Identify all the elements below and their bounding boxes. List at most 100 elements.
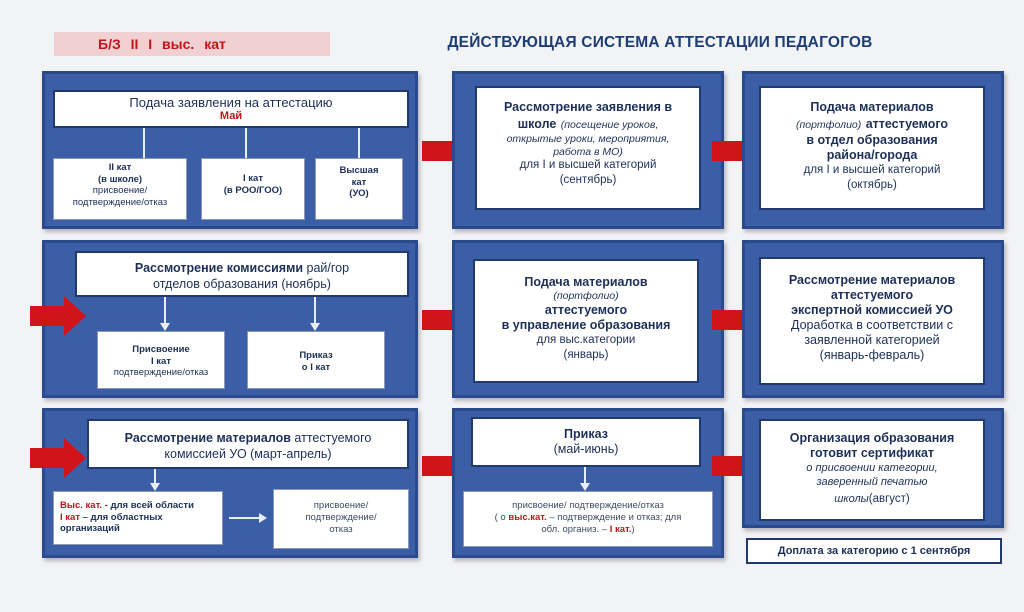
cat-high-label: Высшая	[339, 165, 379, 176]
right-arrow-icon	[229, 513, 267, 523]
order-month: (май-июнь)	[553, 442, 619, 456]
order-detail-box: присвоение/ подтверждение/отказ ( о выс.…	[463, 491, 713, 547]
cat1-place: (в РОО/ГОО)	[223, 184, 283, 196]
category-2-box: II кат (в школе) присвоение/ подтвержден…	[53, 158, 187, 220]
expert-text: заявленной категорией	[804, 333, 940, 347]
certificate-title: готовит сертификат	[809, 446, 935, 460]
scope-first-text: организаций	[60, 523, 120, 534]
order-detail-text: ( о	[494, 512, 509, 523]
school-note: открытые уроки, мероприятия,	[506, 133, 670, 145]
certificate-month: (август)	[868, 493, 910, 505]
application-box: Подача заявления на аттестацию Май	[53, 90, 409, 128]
certificate-title: Организация образования	[789, 431, 955, 445]
district-title: района/города	[826, 148, 918, 162]
scope-box: Выс. кат. - для всей области I кат – для…	[53, 491, 223, 545]
uo-note: (портфолио)	[553, 290, 619, 302]
category-high-box: Высшая кат (УО)	[315, 158, 403, 220]
expert-month: (январь-февраль)	[819, 348, 925, 362]
assign-label: Присвоение	[132, 344, 190, 355]
panel-school: Рассмотрение заявления в школе (посещени…	[452, 71, 724, 229]
expert-review-box: Рассмотрение материалов аттестуемого экс…	[759, 257, 985, 385]
uo-review-title: Рассмотрение материалов	[124, 431, 291, 445]
expert-title: экспертной комиссией УО	[791, 303, 953, 317]
order-detail-highlight: выс.кат.	[508, 512, 547, 523]
certificate-note: заверенный печатью	[816, 476, 928, 488]
uo-submission-box: Подача материалов (портфолио) аттестуемо…	[473, 259, 699, 383]
order-label: Приказ	[299, 350, 333, 361]
category-1-box: I кат (в РОО/ГОО)	[201, 158, 305, 220]
order-detail-text: присвоение/ подтверждение/отказ	[512, 500, 664, 511]
down-arrow-icon	[160, 297, 170, 331]
result-text: подтверждение/	[305, 512, 377, 523]
commission-subtitle: отделов образования (ноябрь)	[153, 277, 331, 291]
cat2-place: (в школе)	[97, 173, 143, 185]
uo-title: Подача материалов	[524, 275, 648, 289]
district-categories: для I и высшей категорий	[803, 164, 941, 176]
result-box: присвоение/ подтверждение/ отказ	[273, 489, 409, 549]
order-detail-text: )	[631, 524, 635, 535]
school-month: (сентябрь)	[559, 174, 617, 186]
order-detail-text: обл. организ. –	[541, 524, 610, 535]
expert-title: Рассмотрение материалов	[788, 273, 956, 287]
certificate-note: о присвоении категории,	[806, 462, 938, 474]
district-title: в отдел образования	[806, 133, 938, 147]
assign-box: Присвоение I кат подтверждение/отказ	[97, 331, 225, 389]
result-text: присвоение/	[313, 500, 369, 511]
category-tag: Б/З II I выс. кат	[54, 32, 330, 56]
panel-application: Подача заявления на аттестацию Май II ка…	[42, 71, 418, 229]
connector	[245, 128, 247, 160]
connector	[358, 128, 360, 160]
uo-review-box: Рассмотрение материалов аттестуемого ком…	[87, 419, 409, 469]
down-arrow-icon	[310, 297, 320, 331]
panel-uo: Подача материалов (портфолио) аттестуемо…	[452, 240, 724, 398]
school-note: (посещение уроков,	[560, 119, 659, 131]
bonus-note: Доплата за категорию с 1 сентября	[746, 538, 1002, 564]
cat2-label: II кат	[108, 162, 132, 173]
uo-review-subtitle: комиссией УО (март-апрель)	[164, 447, 332, 461]
panel-expert: Рассмотрение материалов аттестуемого экс…	[742, 240, 1004, 398]
expert-title: аттестуемого	[830, 288, 914, 302]
district-title: Подача материалов	[810, 100, 934, 114]
application-month: Май	[219, 110, 243, 122]
uo-month: (январь)	[563, 348, 609, 361]
scope-first-text: для областных	[90, 511, 163, 523]
page-title: ДЕЙСТВУЮЩАЯ СИСТЕМА АТТЕСТАЦИИ ПЕДАГОГОВ	[447, 34, 873, 51]
cat-high-label: кат	[351, 176, 367, 188]
panel-uo-review: Рассмотрение материалов аттестуемого ком…	[42, 408, 418, 558]
district-note: (портфолио)	[795, 119, 862, 131]
scope-high-label: Выс. кат. -	[60, 500, 111, 511]
order-detail-text: – подтверждение и отказ; для	[546, 512, 682, 523]
school-review-box: Рассмотрение заявления в школе (посещени…	[475, 86, 701, 210]
connector	[143, 128, 145, 160]
certificate-note: школы	[834, 493, 869, 505]
certificate-box: Организация образования готовит сертифик…	[759, 419, 985, 521]
panel-order: Приказ (май-июнь) присвоение/ подтвержде…	[452, 408, 724, 558]
red-arrow-icon	[30, 438, 86, 478]
school-title: Рассмотрение заявления в	[503, 100, 673, 114]
cat2-text: подтверждение/отказ	[72, 196, 168, 208]
uo-review-title-rest: аттестуемого	[290, 431, 372, 445]
commission-box: Рассмотрение комиссиями рай/гор отделов …	[75, 251, 409, 297]
order-detail-highlight: I кат.	[609, 524, 632, 535]
cat1-label: I кат	[243, 173, 263, 184]
school-title: школе	[517, 117, 557, 131]
district-submission-box: Подача материалов (портфолио) аттестуемо…	[759, 86, 985, 210]
school-note: работа в МО)	[553, 145, 623, 158]
assign-text: подтверждение/отказ	[113, 367, 209, 378]
district-month: (октябрь)	[847, 179, 897, 191]
uo-title: аттестуемого	[544, 302, 628, 317]
panel-commission: Рассмотрение комиссиями рай/гор отделов …	[42, 240, 418, 398]
cat2-text: присвоение/	[92, 185, 148, 196]
commission-title: Рассмотрение комиссиями	[134, 261, 304, 275]
expert-text: Доработка в соответствии с	[791, 318, 953, 332]
order-title: Приказ	[564, 427, 608, 441]
scope-high-text: для всей области	[110, 500, 194, 511]
panel-certificate: Организация образования готовит сертифик…	[742, 408, 1004, 528]
cat-high-place: (УО)	[349, 188, 369, 199]
assign-label: I кат	[151, 355, 171, 367]
red-arrow-icon	[30, 296, 86, 336]
order-box: Приказ о I кат	[247, 331, 385, 389]
order-label: о I кат	[301, 361, 331, 373]
uo-category: для выс.категории	[536, 333, 636, 346]
school-categories: для I и высшей категорий	[519, 159, 657, 171]
